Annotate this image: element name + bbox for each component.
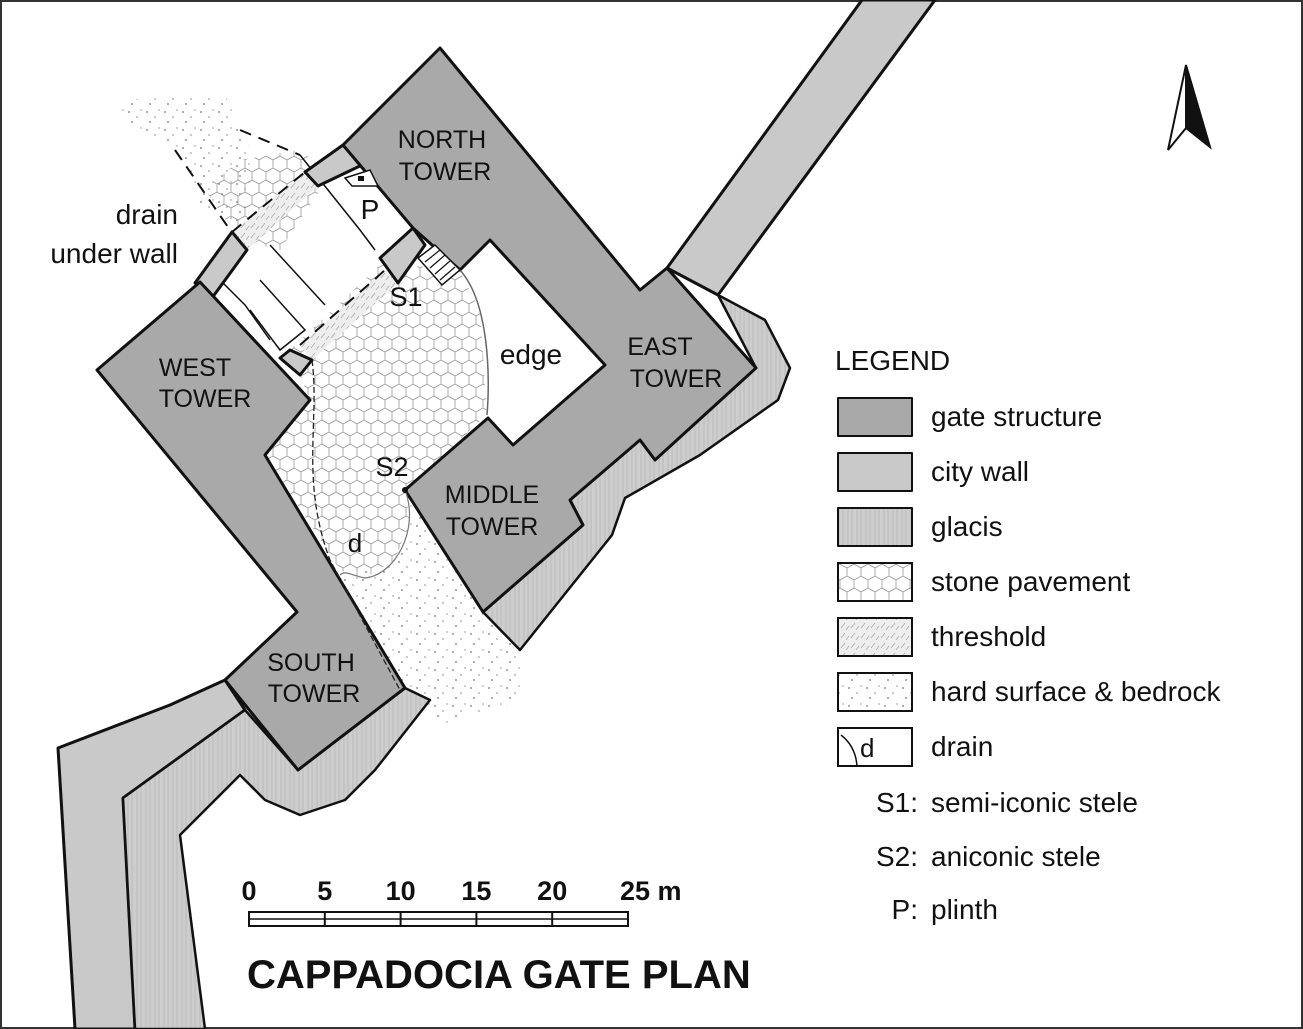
label-s1: S1 [389,282,422,312]
label-north-tower-1: NORTH [398,126,486,154]
gate-west-south-towers [95,280,407,772]
legend-key-s2: S2: [876,841,918,872]
scale-tick-label: 10 [386,876,416,906]
map-labels: NORTH TOWER EAST TOWER WEST TOWER MIDDLE… [50,126,722,708]
passage-wall-segment-mid [378,226,427,285]
scale-tick-label: 25 m [620,876,682,906]
legend-label: city wall [931,456,1029,487]
plinth-dot [358,176,364,181]
city-wall-northeast [665,0,937,297]
legend-swatch-drain [837,727,913,767]
drain-symbol-icon [840,734,858,767]
legend-swatch-threshold [837,617,913,657]
stone-pavement-upper [205,150,330,250]
label-north-tower-2: TOWER [399,158,492,186]
label-middle-tower-2: TOWER [446,513,539,541]
legend-label: hard surface & bedrock [931,676,1221,707]
legend-key-s1: S1: [876,787,918,818]
label-east-tower-1: EAST [627,333,692,361]
scale-tick-label: 15 [461,876,491,906]
passage-wall-segment-south [278,348,314,377]
label-drain-under-wall-1: drain [116,199,178,230]
legend-key-p: P: [892,894,918,925]
legend-heading: LEGEND [835,345,950,376]
threshold-upper [232,172,318,250]
label-p: P [361,194,380,225]
label-west-tower-2: TOWER [159,385,252,413]
legend-label: drain [931,731,993,762]
legend-label: glacis [931,511,1003,542]
figure-title: CAPPADOCIA GATE PLAN [247,953,751,997]
legend-swatch-gate [837,397,913,437]
hard-surface-lower [340,500,525,725]
north-arrow-icon [1167,64,1212,151]
legend-label: gate structure [931,401,1102,432]
legend-label: stone pavement [931,566,1130,597]
stele-s2-marker [402,487,408,493]
legend-swatch-hard-surface [837,672,913,712]
scale-tick-label: 20 [537,876,567,906]
legend-label: plinth [931,894,998,925]
scale-tick-label: 0 [241,876,256,906]
legend-swatch-pavement [837,562,913,602]
label-west-tower-1: WEST [159,354,231,382]
glacis-southwest [121,686,432,1029]
scale-tick-label: 5 [317,876,332,906]
drain-line [311,359,401,691]
legend-swatch-wall [837,452,913,492]
label-middle-tower-1: MIDDLE [445,481,539,509]
scale-bar: 0 5 10 15 20 25 m [241,876,682,927]
edge-line [457,267,489,416]
label-d: d [348,528,362,558]
legend-swatch-drain-text: d [860,733,874,763]
label-drain-under-wall-2: under wall [50,238,178,269]
label-south-tower-1: SOUTH [267,649,355,677]
legend-label: semi-iconic stele [931,787,1138,818]
pavement-edge [339,489,410,579]
label-edge: edge [500,339,562,370]
legend-label: threshold [931,621,1046,652]
stele-s1-hatch [424,249,456,281]
legend: LEGEND gate structure city wall glacis s… [835,345,1221,925]
label-s2: S2 [375,452,408,482]
stele-s1-marker [416,244,462,287]
scale-ticks: 0 5 10 15 20 25 m [241,876,682,926]
legend-swatch-glacis [837,507,913,547]
label-south-tower-2: TOWER [268,680,361,708]
label-east-tower-2: TOWER [630,365,723,393]
legend-label: aniconic stele [931,841,1101,872]
threshold-lower [300,270,398,360]
